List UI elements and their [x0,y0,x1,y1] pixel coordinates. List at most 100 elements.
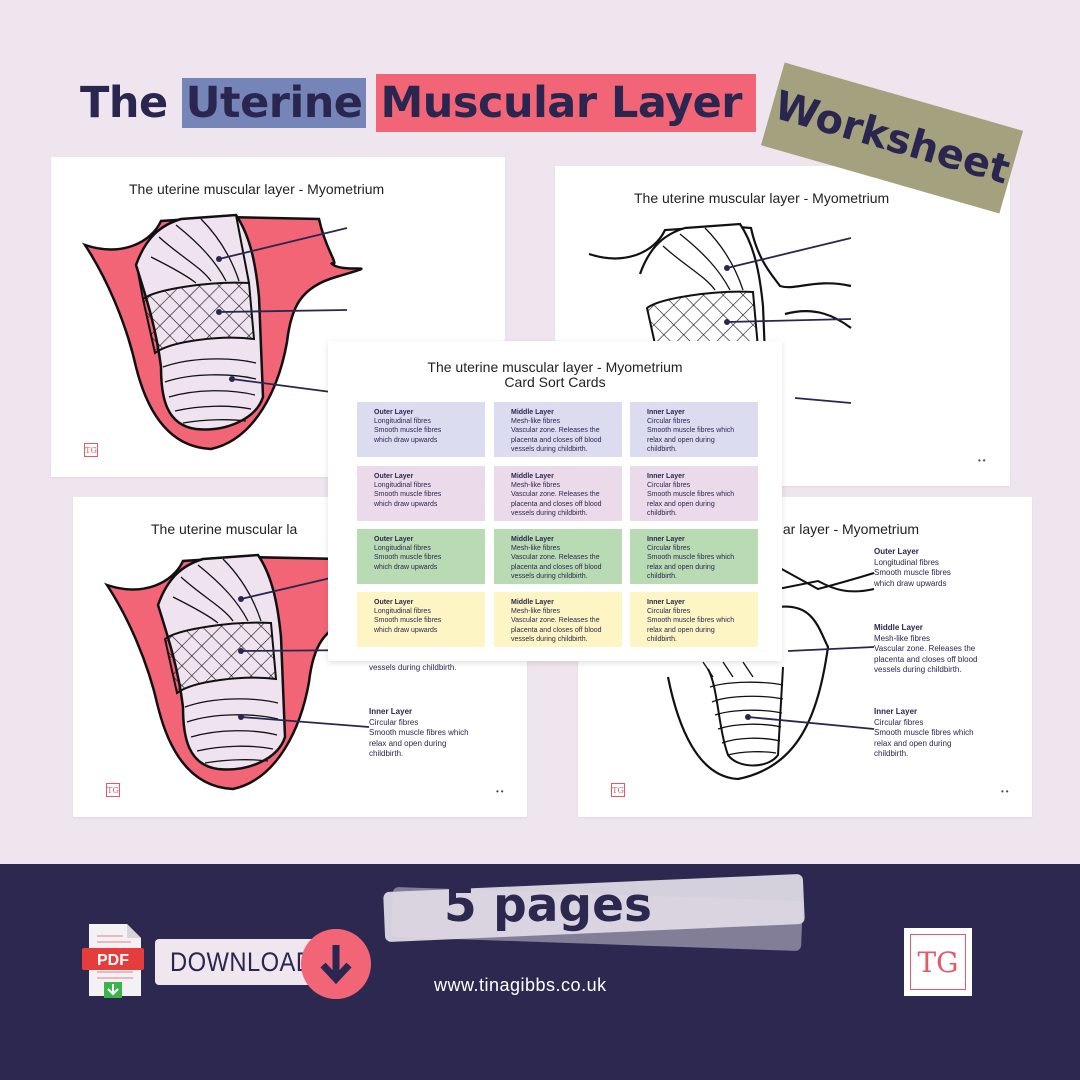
card-text-line: Vascular zone. Releases the [511,617,600,625]
inner-layer-label: Inner Layer Circular fibres Smooth muscl… [369,707,469,758]
uterus-diagram-colored-labeled [103,553,385,791]
card-text-line: Smooth muscle fibres [374,427,442,435]
card-text-line: which draw upwards [374,500,438,508]
pdf-label: PDF [97,952,129,969]
card-text-line: Smooth muscle fibres which [647,427,735,435]
card-heading: Inner Layer [647,599,685,606]
card-text-line: Mesh-like fibres [511,545,561,553]
outer-layer-label: Outer Layer Longitudinal fibres Smooth m… [874,547,951,588]
card-heading: Middle Layer [511,409,554,416]
card-text-line: Smooth muscle fibres [374,491,442,499]
card-text-line: Longitudinal fibres [374,608,431,616]
tg-logo: TG [904,928,972,996]
card-text-line: relax and open during [647,626,715,634]
card-text-line: Smooth muscle fibres which [647,554,735,562]
partial-middle-label: vessels during childbirth. [369,663,457,672]
card-heading: Outer Layer [374,599,414,606]
card-text-line: childbirth. [647,572,677,580]
card-text-line: Longitudinal fibres [374,482,431,490]
card-text-line: Smooth muscle fibres [374,617,442,625]
card-text-line: Smooth muscle fibres [374,554,442,562]
sheet-title: The uterine muscular la [151,521,298,537]
card-text-line: childbirth. [647,445,677,453]
card-text-line: vessels during childbirth. [511,509,588,517]
card-text-line: which draw upwards [374,436,438,444]
card-text-line: placenta and closes off blood [511,436,602,444]
tg-mini-logo: TG [84,443,98,457]
card-text-line: vessels during childbirth. [511,445,588,453]
sheet-title: The uterine muscular layer - Myometrium [129,181,385,197]
card-text-line: Longitudinal fibres [374,418,431,426]
card-heading: Inner Layer [647,473,685,480]
title-word-the: The [80,78,168,128]
sheet-dots: •• [496,787,506,796]
card-text-line: Longitudinal fibres [374,545,431,553]
card-heading: Outer Layer [374,536,414,543]
card-heading: Outer Layer [374,473,414,480]
download-arrow-button[interactable] [301,929,371,999]
pdf-file-icon: PDF [82,924,144,998]
card-text-line: Circular fibres [647,545,691,553]
pages-count: 5 pages [444,878,652,933]
card-text-line: Smooth muscle fibres which [647,617,735,625]
card-text-line: Vascular zone. Releases the [511,491,600,499]
worksheet-preview-blank-bottom: ular layer - Myometrium Outer Layer Long… [578,497,1032,817]
card-text-line: placenta and closes off blood [511,626,602,634]
card-text-line: Circular fibres [647,418,691,426]
card-text-line: childbirth. [647,635,677,643]
inner-layer-label: Inner Layer Circular fibres Smooth muscl… [874,707,974,758]
card-sort-sheet: The uterine muscular layer - Myometrium … [328,341,782,661]
tg-logo-text: TG [910,934,966,990]
card-text-line: Circular fibres [647,482,691,490]
title-words-muscular-layer: Muscular Layer [376,74,756,132]
card-text-line: relax and open during [647,500,715,508]
card-text-line: relax and open during [647,563,715,571]
sheet-title: ular layer - Myometrium [772,521,920,537]
card-text-line: Vascular zone. Releases the [511,554,600,562]
title-word-uterine: Uterine [181,78,367,128]
card-text-line: Mesh-like fibres [511,482,561,490]
card-sheet-title: The uterine muscular layer - Myometrium … [427,359,683,390]
tg-mini-logo: TG [611,783,625,797]
card-text-line: which draw upwards [374,626,438,634]
card-text-line: vessels during childbirth. [511,635,588,643]
card-heading: Middle Layer [511,473,554,480]
card-heading: Outer Layer [374,409,414,416]
card-text-line: Mesh-like fibres [511,608,561,616]
worksheet-preview-colored-top: The uterine muscular layer - Myometrium … [51,157,505,477]
tg-mini-logo: TG [106,783,120,797]
sheet-title: The uterine muscular layer - Myometrium [634,190,890,206]
website-link[interactable]: www.tinagibbs.co.uk [434,975,607,995]
middle-layer-label: Middle Layer Mesh-like fibres Vascular z… [874,623,978,674]
card-text-line: placenta and closes off blood [511,563,602,571]
card-text-line: Smooth muscle fibres which [647,491,735,499]
card-text-line: Circular fibres [647,608,691,616]
sheet-dots: •• [978,456,988,465]
download-label[interactable]: DOWNLOAD [170,947,314,977]
card-text-line: vessels during childbirth. [511,572,588,580]
card-text-line: relax and open during [647,436,715,444]
card-heading: Middle Layer [511,599,554,606]
worksheet-preview-blank-top: The uterine muscular layer - Myometrium … [555,166,1010,486]
arrow-down-icon [320,945,352,985]
card-text-line: placenta and closes off blood [511,500,602,508]
sheet-dots: •• [1001,787,1011,796]
card-text-line: which draw upwards [374,563,438,571]
card-heading: Inner Layer [647,409,685,416]
page-title: The Uterine Muscular Layer [80,72,756,134]
card-heading: Middle Layer [511,536,554,543]
uterus-diagram-blank-labeled [666,566,875,781]
uterus-diagram-colored [81,213,363,451]
